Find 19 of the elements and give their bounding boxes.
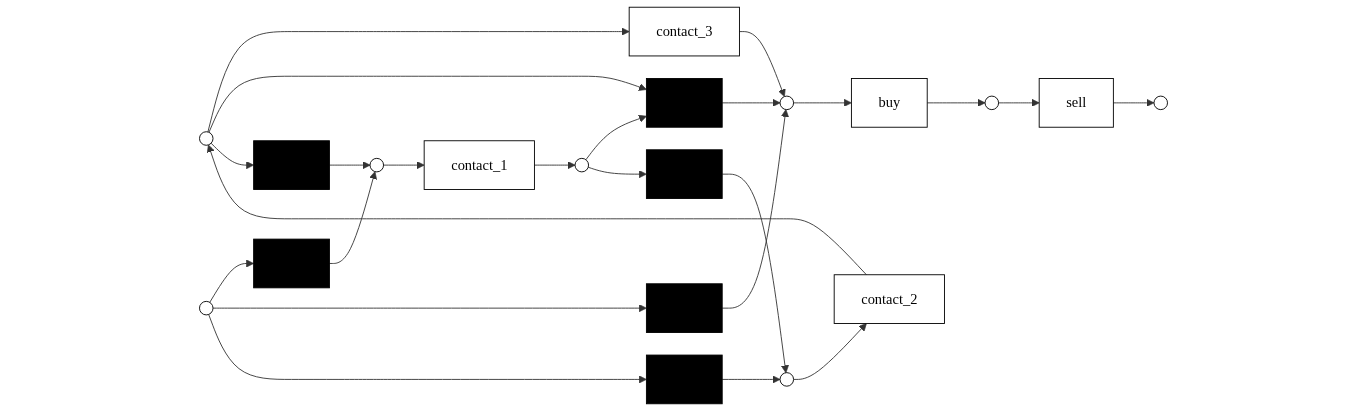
node-box: buy [850,78,928,128]
node-box: contact_3 [628,6,740,57]
node-circle [779,372,795,387]
node-circle [199,300,214,316]
node-box: contact_2 [833,274,945,324]
node-circle [199,131,214,146]
node-box [645,149,723,199]
node-box [645,78,723,128]
node-circle [574,157,590,173]
node-circle [369,157,384,173]
node-box: contact_1 [423,140,535,190]
node-box [253,140,330,190]
node-circle [779,95,795,111]
node-box [253,238,330,289]
node-circle [1153,95,1168,111]
node-box: sell [1038,78,1114,128]
node-box [645,354,723,405]
node-box [645,283,723,333]
node-circle [984,95,1000,111]
